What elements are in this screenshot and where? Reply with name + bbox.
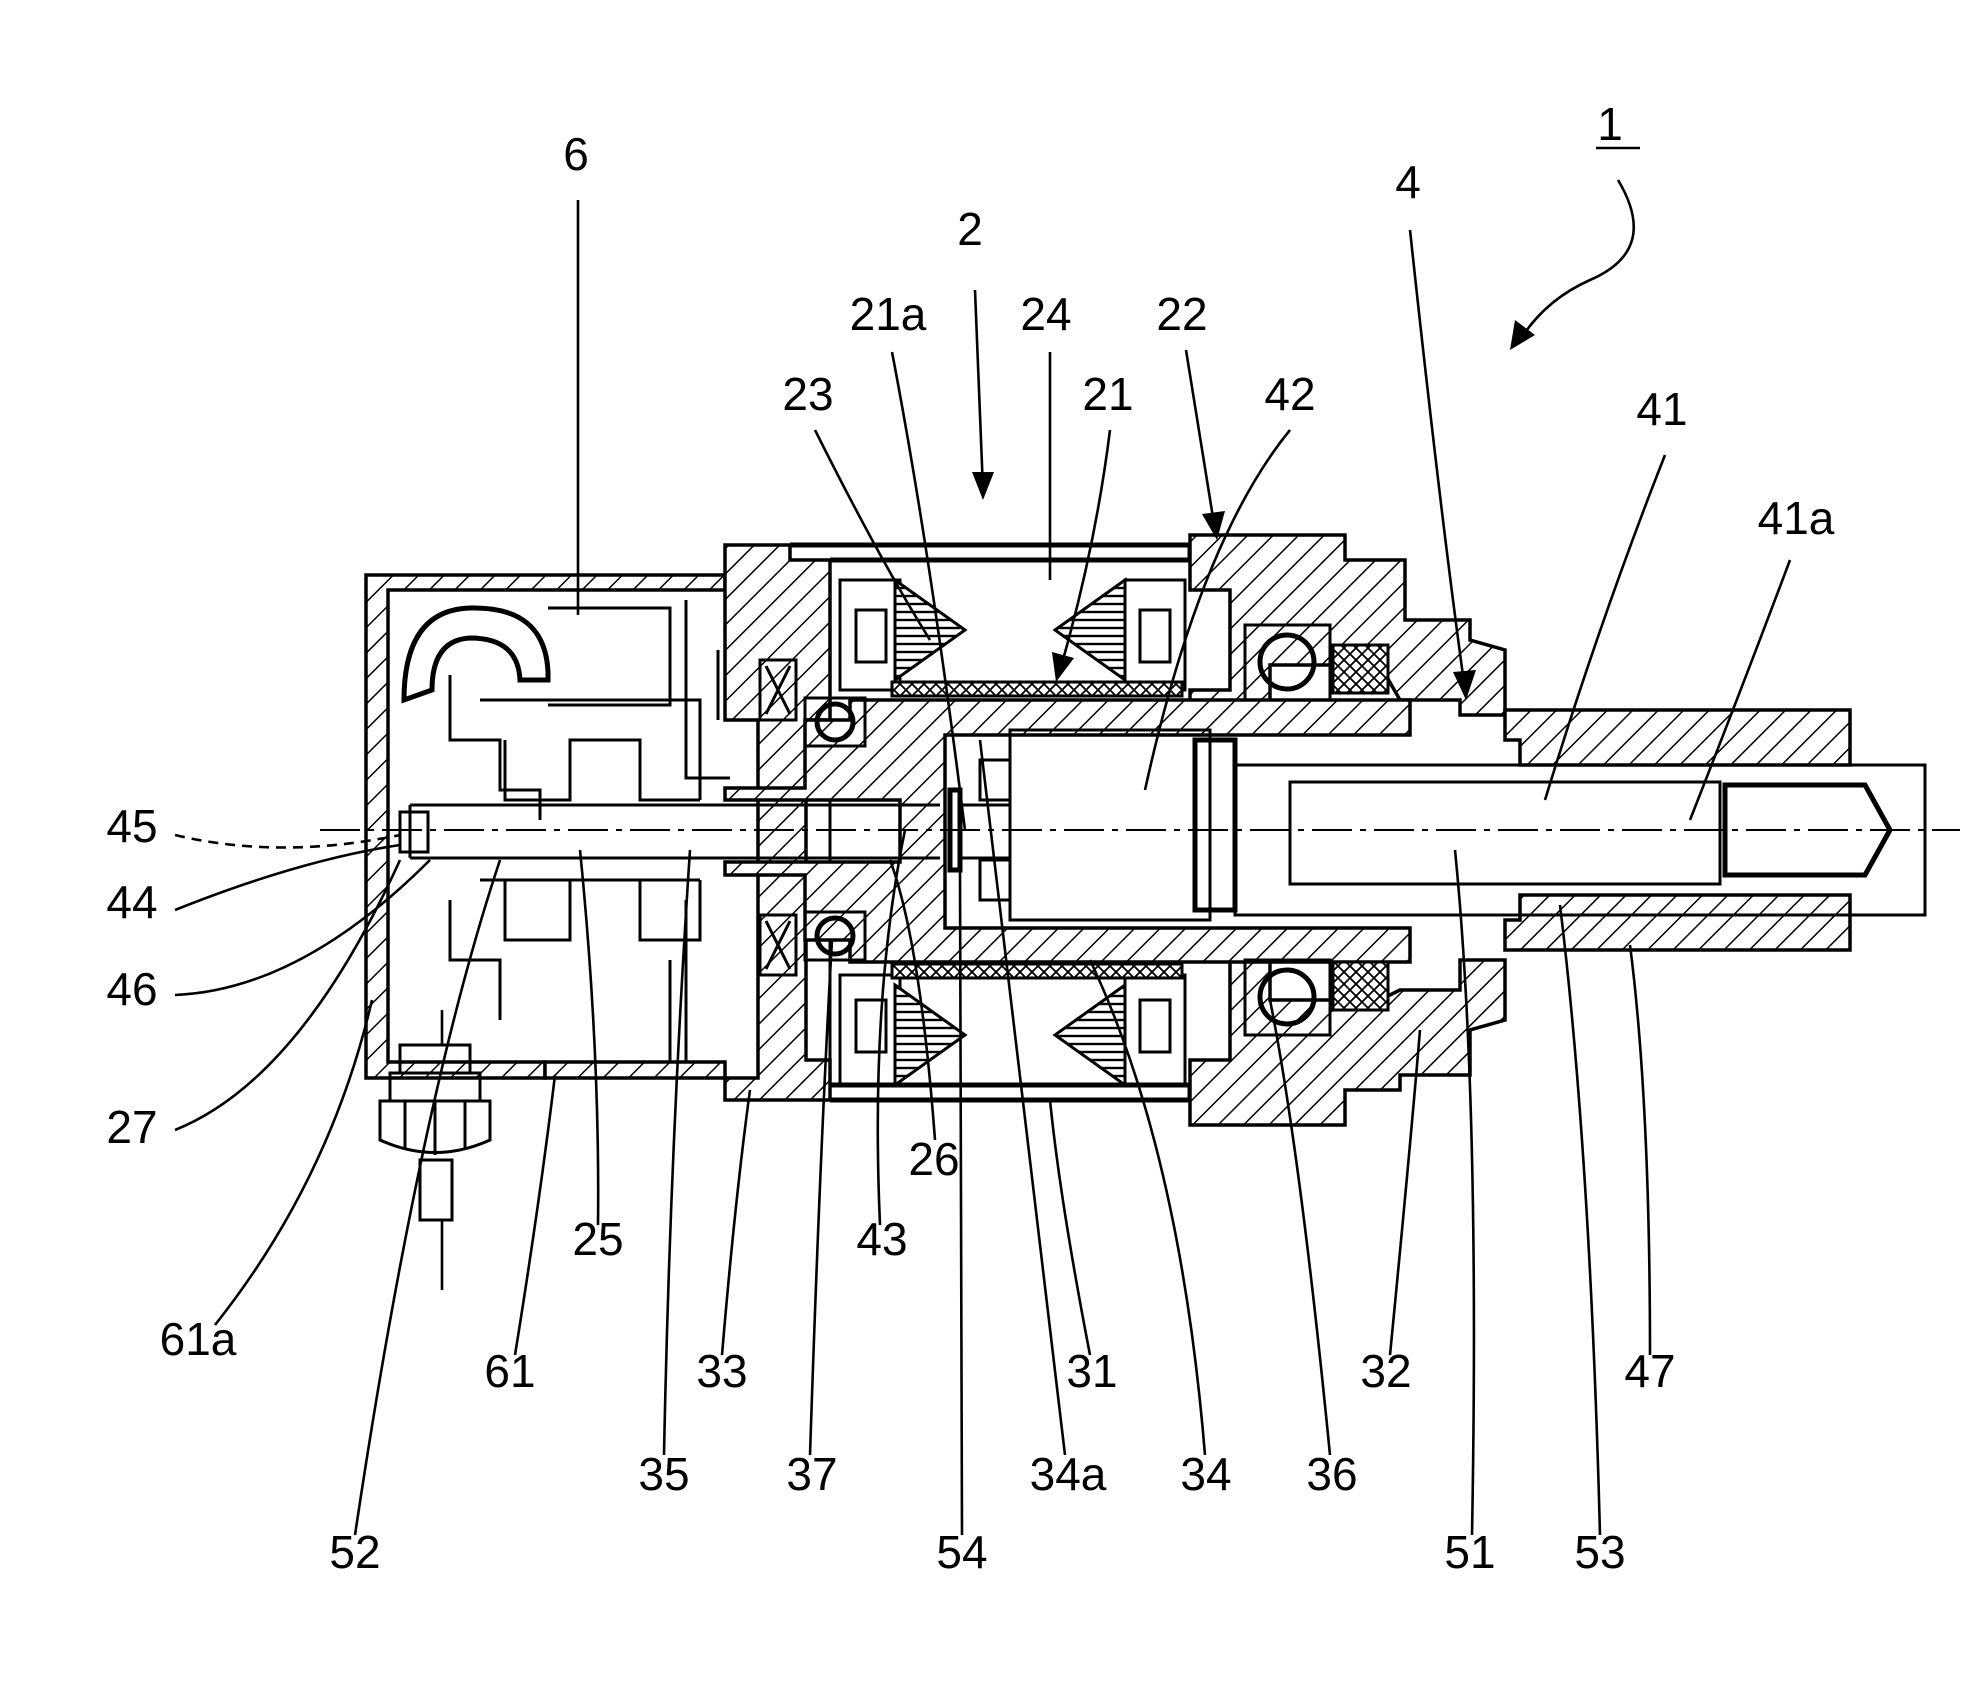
callout-label-54: 54 <box>936 1526 987 1578</box>
callout-label-6: 6 <box>563 128 589 180</box>
leader-25 <box>580 850 598 1225</box>
callout-label-52: 52 <box>329 1526 380 1578</box>
leader-2 <box>975 290 983 490</box>
callout-label-46: 46 <box>106 963 157 1015</box>
leader-51 <box>1455 850 1474 1535</box>
cable-gland <box>380 1010 490 1290</box>
leader-41a <box>1690 560 1790 820</box>
housing-flange <box>725 545 830 1100</box>
callout-label-25: 25 <box>572 1213 623 1265</box>
leader-33 <box>722 1090 750 1355</box>
callout-label-61a: 61a <box>160 1313 237 1365</box>
callout-label-21a: 21a <box>850 288 927 340</box>
callout-label-1: 1 <box>1597 98 1623 150</box>
leader-1 <box>1520 180 1634 340</box>
callout-label-42: 42 <box>1264 368 1315 420</box>
callout-label-45: 45 <box>106 800 157 852</box>
leader-21-arrow <box>1052 652 1074 682</box>
callout-label-34: 34 <box>1180 1448 1231 1500</box>
callout-label-21: 21 <box>1082 368 1133 420</box>
callout-label-35: 35 <box>638 1448 689 1500</box>
callout-label-26: 26 <box>908 1133 959 1185</box>
leader-2-arrow <box>972 472 994 500</box>
callout-label-53: 53 <box>1574 1526 1625 1578</box>
callout-label-22: 22 <box>1156 288 1207 340</box>
leader-61a <box>215 1000 372 1325</box>
callout-label-41: 41 <box>1636 383 1687 435</box>
callout-label-4: 4 <box>1395 156 1421 208</box>
leader-37 <box>810 940 832 1455</box>
callout-label-34a: 34a <box>1030 1448 1107 1500</box>
callout-label-43: 43 <box>856 1213 907 1265</box>
leader-31 <box>1050 1100 1090 1355</box>
leader-53 <box>1560 905 1600 1535</box>
callout-label-32: 32 <box>1360 1345 1411 1397</box>
callout-label-36: 36 <box>1306 1448 1357 1500</box>
callout-label-37: 37 <box>786 1448 837 1500</box>
callout-label-51: 51 <box>1444 1526 1495 1578</box>
leader-47 <box>1630 945 1650 1355</box>
callout-label-31: 31 <box>1066 1345 1117 1397</box>
callout-label-24: 24 <box>1020 288 1071 340</box>
leader-22 <box>1186 350 1215 530</box>
callout-label-47: 47 <box>1624 1345 1675 1397</box>
callout-label-2: 2 <box>957 203 983 255</box>
callout-label-23: 23 <box>782 368 833 420</box>
callout-label-44: 44 <box>106 876 157 928</box>
callout-label-33: 33 <box>696 1345 747 1397</box>
drawing-body <box>320 535 1960 1290</box>
callout-label-41a: 41a <box>1758 492 1835 544</box>
callout-label-61: 61 <box>484 1345 535 1397</box>
callout-label-27: 27 <box>106 1101 157 1153</box>
leader-61 <box>515 1075 555 1355</box>
